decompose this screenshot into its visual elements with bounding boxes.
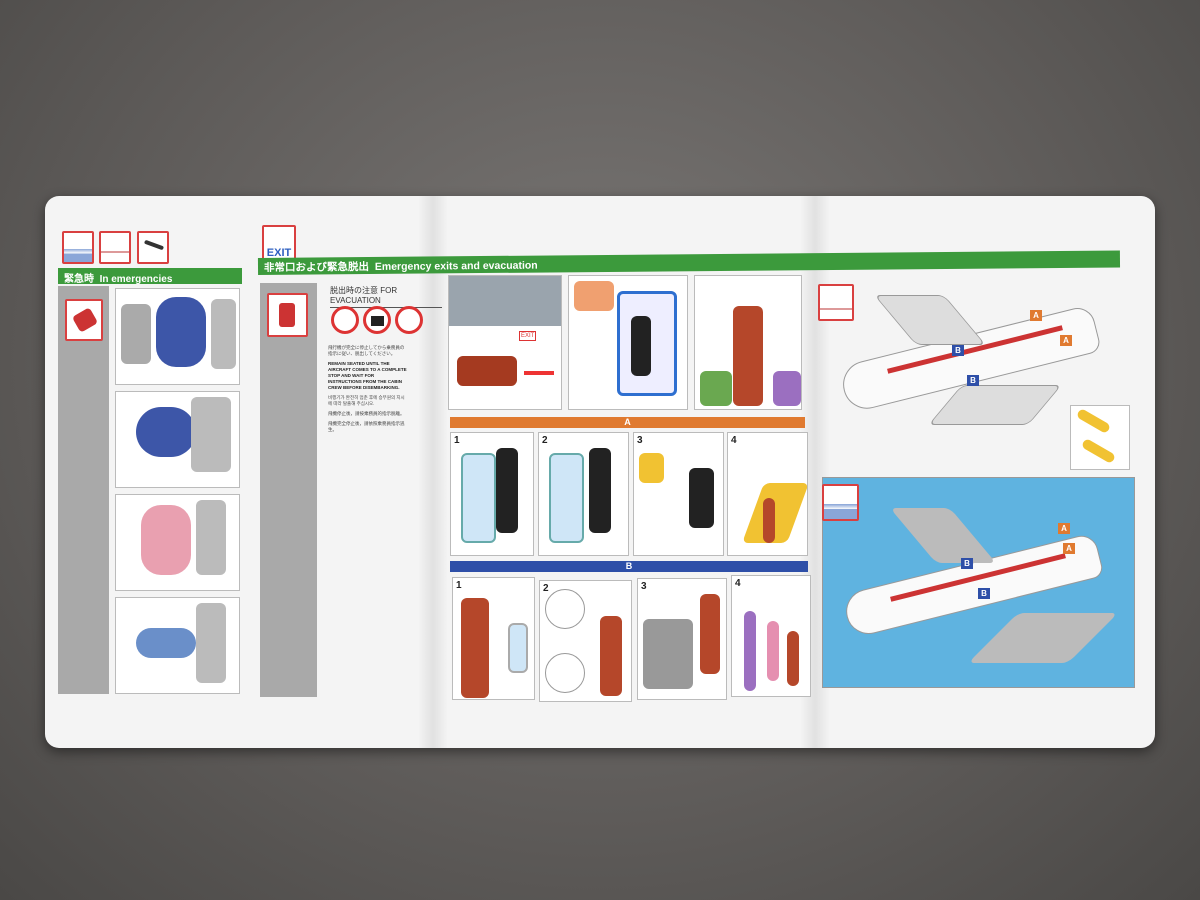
instructions-zh-traditional: 飛機完全停止後，請依照乘務員指示逃生。	[328, 421, 405, 432]
step-number: 2	[542, 435, 548, 446]
evac-header-en: FOR EVACUATION	[330, 286, 398, 305]
exit-label-a: A	[1058, 523, 1070, 534]
step-b-3: 3	[637, 578, 727, 700]
instructions-jp: 飛行機が完全に停止してから乗務員の指示に従い、脱出してください。	[328, 345, 405, 356]
instructions-zh-simplified: 飛機停止後，請按乘務員的指示脫離。	[328, 411, 405, 416]
side-strip	[260, 283, 317, 697]
brace-position-icon	[65, 299, 103, 341]
exit-label-b: B	[952, 345, 964, 356]
brace-illustration-3	[115, 494, 240, 591]
exit-label-a: A	[1030, 310, 1042, 321]
step-number: 1	[454, 435, 460, 446]
evacuation-header: 脱出時の注意 FOR EVACUATION	[330, 285, 442, 308]
step-b-1: 1	[452, 577, 535, 700]
plane-descent-icon	[137, 231, 169, 264]
evac-illustration-crew-passengers	[694, 275, 802, 410]
exit-label-a: A	[1060, 335, 1072, 346]
section-b-bar: B	[450, 561, 808, 572]
exit-label-a: A	[1063, 543, 1075, 554]
step-b-2: 2	[539, 580, 632, 702]
section-b-label: B	[625, 561, 633, 571]
no-running-icon	[395, 306, 423, 334]
brace-illustration-1	[115, 288, 240, 385]
instructions-kr: 비행기가 완전히 멈춘 후에 승무원의 지시에 따라 탈출해 주십시오.	[328, 395, 405, 406]
section-a-label: A	[624, 417, 631, 427]
step-number: 3	[641, 581, 647, 592]
step-number: 2	[543, 583, 549, 594]
side-strip	[58, 286, 109, 694]
slide-inset	[1070, 405, 1130, 470]
brace-illustration-4	[115, 597, 240, 694]
instructions-en: REMAIN SEATED UNTIL THE AIRCRAFT COMES T…	[328, 361, 407, 390]
heading-jp: 緊急時	[64, 274, 94, 284]
exit-sign-text: EXIT	[266, 247, 292, 259]
plane-crash-landing-icon	[99, 231, 131, 264]
step-number: 1	[456, 580, 462, 591]
no-high-heels-icon	[331, 306, 359, 334]
step-number: 4	[735, 578, 741, 589]
step-a-3: 3	[633, 432, 724, 556]
plane-landing-icon	[818, 284, 854, 321]
heading-en: In emergencies	[99, 274, 173, 284]
plane-ditching-water-icon	[62, 231, 94, 264]
step-number: 3	[637, 435, 643, 446]
exit-label-b: B	[961, 558, 973, 569]
brace-illustration-2	[115, 391, 240, 488]
exit-door-icon	[267, 293, 308, 337]
exit-sign-small: EXIT	[519, 331, 537, 341]
step-a-1: 1	[450, 432, 534, 556]
heading-jp: 非常口および緊急脱出	[263, 261, 370, 274]
no-baggage-icon	[363, 306, 391, 334]
exit-label-b: B	[967, 375, 979, 386]
step-a-4: 4	[727, 432, 808, 556]
evac-header-jp: 脱出時の注意	[330, 286, 378, 295]
exit-sign-icon: EXIT	[262, 225, 296, 260]
heading-en: Emergency exits and evacuation	[374, 259, 538, 273]
section-heading-emergencies: 緊急時 In emergencies	[58, 268, 242, 284]
exit-label-b: B	[978, 588, 990, 599]
plane-ditching-water-icon	[822, 484, 859, 521]
step-number: 4	[731, 435, 737, 446]
step-b-4: 4	[731, 575, 811, 697]
land-evacuation-diagram: A A B B	[835, 275, 1130, 470]
water-evacuation-diagram: A A B B	[822, 477, 1135, 688]
card-fold	[418, 196, 448, 748]
evac-illustration-smoke: EXIT	[448, 275, 562, 410]
evac-illustration-crew-fire	[568, 275, 688, 410]
evacuation-instructions: 飛行機が完全に停止してから乗務員の指示に従い、脱出してください。 REMAIN …	[328, 345, 408, 433]
section-a-bar: A	[450, 417, 805, 428]
step-a-2: 2	[538, 432, 629, 556]
